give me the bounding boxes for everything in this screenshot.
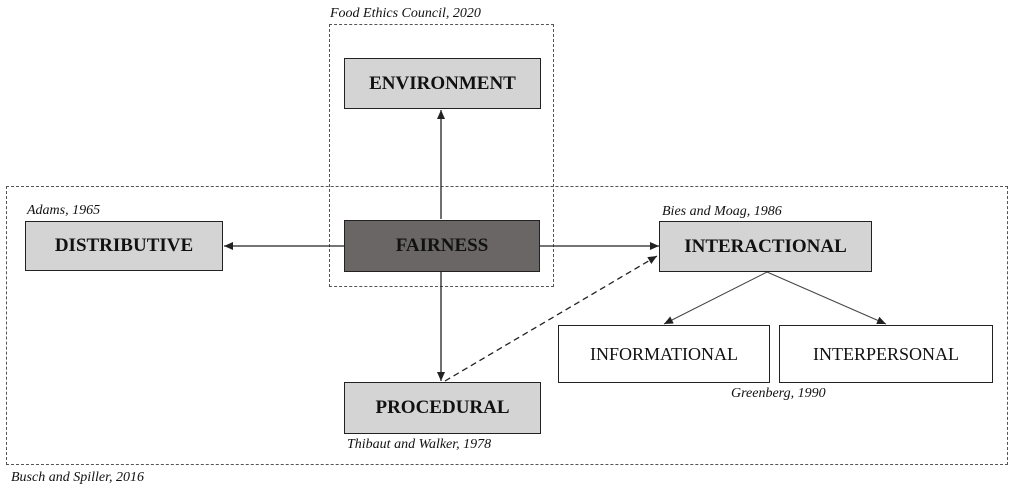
citation-busch-spiller: Busch and Spiller, 2016 — [11, 470, 144, 485]
citation-bies-moag: Bies and Moag, 1986 — [662, 204, 782, 219]
arrow-to-interpersonal — [766, 271, 887, 325]
citation-greenberg: Greenberg, 1990 — [731, 386, 826, 401]
interactional-box: INTERACTIONAL — [659, 221, 872, 272]
procedural-box: PROCEDURAL — [344, 382, 541, 434]
dashed-arrow-procedural-to-interactional — [444, 255, 658, 382]
citation-thibaut-walker: Thibaut and Walker, 1978 — [347, 437, 492, 452]
outer-region — [6, 186, 1008, 465]
citation-adams: Adams, 1965 — [27, 203, 101, 218]
environment-box: ENVIRONMENT — [344, 58, 541, 109]
arrow-to-informational — [663, 271, 768, 325]
fairness-box: FAIRNESS — [344, 220, 540, 272]
informational-box: INFORMATIONAL — [558, 325, 770, 383]
distributive-box: DISTRIBUTIVE — [25, 221, 223, 271]
citation-food-ethics: Food Ethics Council, 2020 — [330, 6, 481, 21]
interpersonal-box: INTERPERSONAL — [779, 325, 993, 383]
